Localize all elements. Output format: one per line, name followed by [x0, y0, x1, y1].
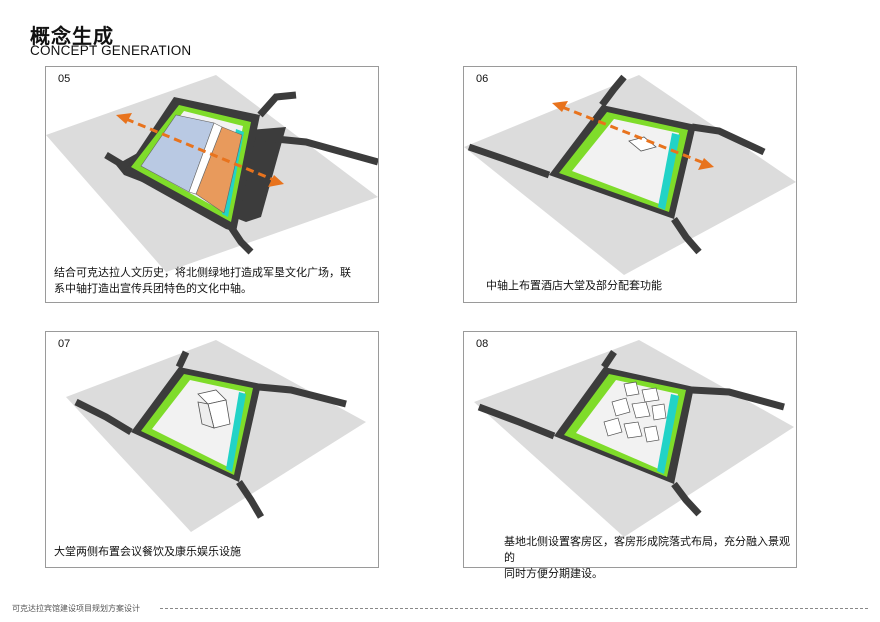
page-title-cn: 概念生成: [30, 24, 114, 48]
panel-number: 06: [476, 73, 489, 85]
caption-line: 系中轴打造出宣传兵团特色的文化中轴。: [54, 282, 252, 295]
panel-caption: 大堂两侧布置会议餐饮及康乐娱乐设施: [54, 544, 241, 560]
concept-panel-08: 08 基地北侧设置客房区，客房形成院落式布局，充分融入景观的 同时方便分期建设。: [463, 331, 797, 580]
axis-arrow-icon: [116, 113, 284, 187]
caption-line: 基地北侧设置客房区，客房形成院落式布局，充分融入景观的: [504, 535, 790, 564]
footer-text: 可克达拉宾馆建设项目规划方案设计: [12, 604, 140, 613]
site-diagram-07: [66, 340, 366, 532]
footer-divider: [160, 608, 868, 609]
panel-caption: 基地北侧设置客房区，客房形成院落式布局，充分融入景观的 同时方便分期建设。: [504, 534, 796, 582]
site-diagram-08: [474, 340, 794, 537]
concept-panel-06: 06 中轴上布置酒店大堂及部分配套功能: [463, 66, 797, 303]
page-title-en: CONCEPT GENERATION: [30, 43, 192, 58]
site-diagram-06: [464, 74, 796, 275]
caption-line: 大堂两侧布置会议餐饮及康乐娱乐设施: [54, 545, 241, 558]
caption-line: 结合可克达拉人文历史，将北侧绿地打造成军垦文化广场，联: [54, 266, 351, 279]
concept-panel-05: 05 结合可克达拉人文历史，将北侧绿地打造成军垦文化广场，联 系中轴打造出宣传兵…: [45, 66, 379, 303]
caption-line: 中轴上布置酒店大堂及部分配套功能: [486, 279, 662, 292]
axis-arrow-icon: [552, 101, 714, 170]
caption-line: 同时方便分期建设。: [504, 567, 603, 580]
panel-caption: 中轴上布置酒店大堂及部分配套功能: [486, 278, 662, 294]
site-diagram-05: [46, 75, 378, 272]
concept-panel-07: 07 大堂两侧布置会议餐饮及康乐娱乐设施: [45, 331, 379, 568]
panel-number: 07: [58, 338, 71, 350]
panel-number: 05: [58, 73, 71, 85]
panel-number: 08: [476, 338, 489, 350]
panel-caption: 结合可克达拉人文历史，将北侧绿地打造成军垦文化广场，联 系中轴打造出宣传兵团特色…: [54, 265, 351, 297]
